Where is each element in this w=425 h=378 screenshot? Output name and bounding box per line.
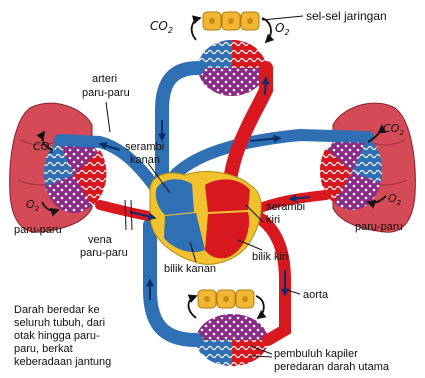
label-vena-2: paru-paru — [80, 247, 128, 259]
label-serambi-kiri-2: kiri — [266, 214, 280, 226]
description-line: otak hingga paru- — [14, 330, 100, 342]
description-text: Darah beredar ke seluruh tubuh, dari ota… — [14, 304, 111, 368]
description-line: seluruh tubuh, dari — [14, 317, 105, 329]
description-line: paru, berkat — [14, 343, 73, 355]
label-sel-jaringan: sel-sel jaringan — [306, 9, 387, 23]
co2-label-top: CO2 — [150, 19, 173, 35]
description-line: Darah beredar ke — [14, 304, 100, 316]
right-atrium — [156, 179, 194, 215]
label-aorta: aorta — [303, 289, 329, 301]
label-bilik-kiri: bilik kiri — [252, 251, 288, 263]
label-kapiler-1: pembuluh kapiler — [274, 348, 358, 360]
label-bilik-kanan: bilik kanan — [164, 263, 216, 275]
label-serambi-kanan-2: kanan — [130, 154, 160, 166]
label-serambi-kiri-1: serambi — [266, 201, 305, 213]
flow-arrow — [265, 78, 266, 95]
top-tissue-capillary-bed — [198, 40, 266, 96]
description-line: keberadaan jantung — [14, 356, 111, 368]
bottom-tissue-capillary-bed — [196, 314, 268, 366]
o2-label-top: O2 — [275, 21, 290, 37]
heart — [150, 172, 261, 265]
label-serambi-kanan-1: serambi — [125, 141, 164, 153]
label-arteri-line1: arteri — [92, 73, 117, 85]
top-tissue-cells — [203, 12, 259, 30]
label-vena-1: vena — [88, 234, 113, 246]
label-kapiler-2: peredaran darah utama — [274, 361, 390, 373]
label-paru-left: paru-paru — [14, 224, 62, 236]
label-paru-right: paru-paru — [355, 221, 403, 233]
left-atrium — [205, 179, 250, 212]
label-arteri-line2: paru-paru — [82, 87, 130, 99]
bottom-tissue-cells — [198, 290, 254, 308]
